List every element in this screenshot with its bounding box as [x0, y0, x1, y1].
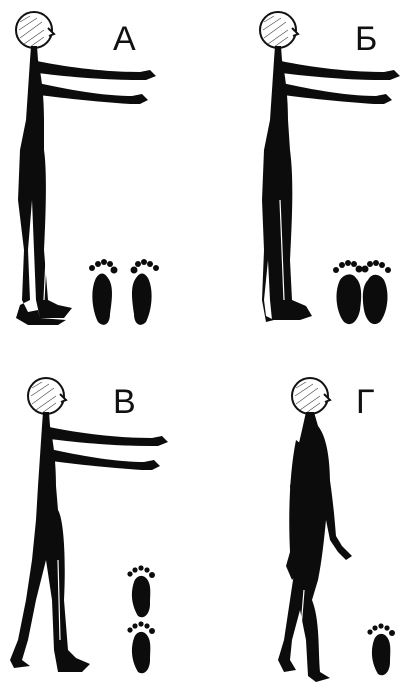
panel-v: В	[10, 378, 168, 673]
feet-together-icon	[333, 260, 391, 324]
panel-a: А	[16, 12, 159, 325]
feet-apart-icon	[89, 259, 159, 325]
head-icon	[260, 12, 296, 48]
panel-label-v: В	[113, 383, 136, 421]
panel-label-a: А	[113, 20, 136, 58]
figure-a	[16, 12, 156, 325]
single-foot-icon	[367, 623, 395, 675]
panel-b: Б	[260, 12, 400, 324]
feet-tandem-icon	[127, 565, 155, 673]
head-icon	[292, 378, 328, 414]
head-icon	[28, 378, 64, 414]
figure-v	[10, 378, 168, 672]
panel-g: Г	[278, 378, 395, 682]
figure-b	[260, 12, 400, 322]
panel-label-g: Г	[356, 383, 374, 421]
head-icon	[16, 12, 52, 48]
panel-label-b: Б	[355, 20, 377, 58]
figure-g	[278, 378, 352, 682]
